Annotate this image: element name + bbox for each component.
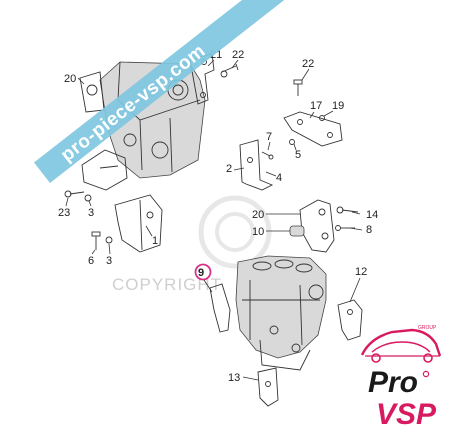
bracket-13 xyxy=(257,367,279,407)
logo-vsp-text: VSP xyxy=(376,398,437,431)
callout-22-right: 22 xyxy=(302,58,314,70)
bolt-8 xyxy=(335,225,355,231)
callout-13: 13 xyxy=(228,372,240,384)
bolt-6 xyxy=(91,231,101,250)
support-bracket-left xyxy=(81,149,128,191)
bolt-22b xyxy=(293,79,303,96)
washer-3a xyxy=(84,194,92,202)
logo-pro-text: Pro xyxy=(368,366,418,399)
bracket-17 xyxy=(283,111,343,147)
engine-block xyxy=(235,255,327,371)
callout-14: 14 xyxy=(366,209,378,221)
bracket-2 xyxy=(239,139,274,191)
callout-9: 9 xyxy=(198,267,204,279)
callout-23: 23 xyxy=(58,207,70,219)
engine-mount-bracket-20 xyxy=(299,199,335,253)
pro-vsp-logo: GROUP Pro VSP xyxy=(360,325,442,431)
callout-3-upper: 3 xyxy=(88,207,94,219)
callout-22-left: 22 xyxy=(232,49,244,61)
callout-20-top: 20 xyxy=(64,73,76,85)
callout-7: 7 xyxy=(266,131,272,143)
nut-19 xyxy=(319,115,325,121)
logo-group-text: GROUP xyxy=(418,325,437,331)
bracket-12 xyxy=(337,299,363,341)
car-silhouette-icon xyxy=(360,328,442,363)
stud-7 xyxy=(261,151,274,160)
callout-6: 6 xyxy=(88,255,94,267)
callout-19: 19 xyxy=(332,100,344,112)
callout-2: 2 xyxy=(226,163,232,175)
callout-20-right: 20 xyxy=(252,209,264,221)
bolt-22a xyxy=(220,63,239,78)
callout-10: 10 xyxy=(252,226,264,238)
bolt-14 xyxy=(336,206,359,214)
highlight-ring-9 xyxy=(194,263,212,281)
callout-5: 5 xyxy=(295,149,301,161)
washer-3b xyxy=(105,236,113,244)
bushing-10 xyxy=(289,225,305,237)
callout-3-lower: 3 xyxy=(106,255,112,267)
support-bracket-9 xyxy=(209,283,231,333)
callout-1: 1 xyxy=(152,235,158,247)
callout-17: 17 xyxy=(310,100,322,112)
callout-4: 4 xyxy=(276,172,282,184)
support-bracket-1 xyxy=(114,194,163,253)
copyright-watermark-text: COPYRIGHT xyxy=(112,275,222,294)
logo-dot-icon xyxy=(422,370,430,378)
washer-5 xyxy=(289,139,295,145)
callout-12: 12 xyxy=(355,266,367,278)
callout-8: 8 xyxy=(366,224,372,236)
copyright-circle-watermark xyxy=(198,195,272,269)
bolt-23 xyxy=(64,190,85,198)
leader-lines xyxy=(65,59,363,381)
